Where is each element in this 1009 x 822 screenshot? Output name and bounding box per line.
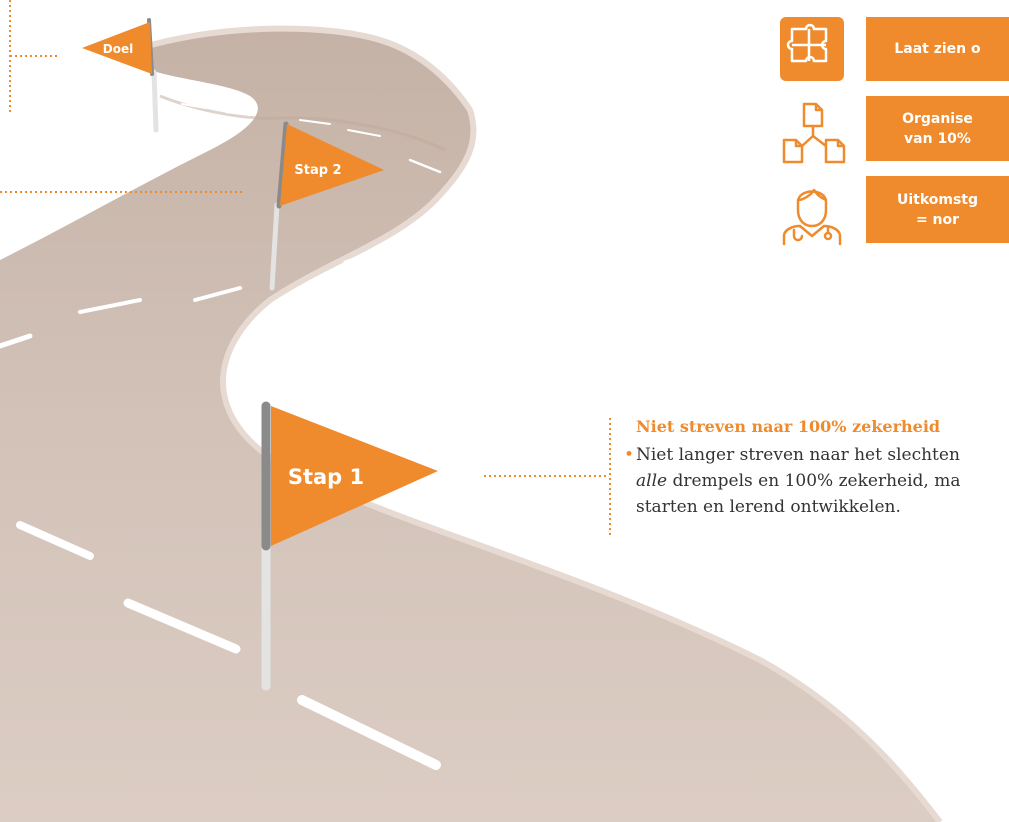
puzzle-icon xyxy=(780,17,844,81)
connectors xyxy=(0,0,611,538)
badge-laat-zien: Laat zien o xyxy=(866,17,1009,81)
badge-label: Laat zien o xyxy=(894,41,981,57)
flag-stap2: Stap 2 xyxy=(269,121,384,291)
document-network-icon xyxy=(782,102,846,164)
bullet: • xyxy=(624,445,635,465)
note-title: Niet streven naar 100% zekerheid xyxy=(636,417,941,436)
badge-uitkomstg: Uitkomstg = nor xyxy=(866,176,1009,243)
note-line-1: Niet langer streven naar het slechten xyxy=(636,445,960,465)
road xyxy=(0,25,943,822)
badge-label: Uitkomstg = nor xyxy=(896,191,979,228)
road-inner-curve xyxy=(159,94,446,152)
flag-stap2-label: Stap 2 xyxy=(294,163,341,178)
road-surface xyxy=(0,28,940,822)
lane-markings xyxy=(0,103,472,770)
note-line-3: starten en lerend ontwikkelen. xyxy=(636,497,901,517)
doctor-icon xyxy=(782,188,842,246)
badge-label: Organise van 10% xyxy=(902,110,973,147)
flag-stap1-label: Stap 1 xyxy=(288,465,364,489)
note-line-2: alle drempels en 100% zekerheid, ma xyxy=(636,468,961,494)
note-emphasis: alle xyxy=(636,471,668,491)
badge-organise: Organise van 10% xyxy=(866,96,1009,161)
flag-stap1: Stap 1 xyxy=(261,401,438,691)
flag-doel-label: Doel xyxy=(103,42,133,56)
road-edge-light xyxy=(139,25,943,822)
note-body: • Niet langer streven naar het slechten … xyxy=(624,442,961,520)
note-line-2-rest: drempels en 100% zekerheid, ma xyxy=(667,471,961,491)
flag-doel: Doel xyxy=(82,18,159,133)
